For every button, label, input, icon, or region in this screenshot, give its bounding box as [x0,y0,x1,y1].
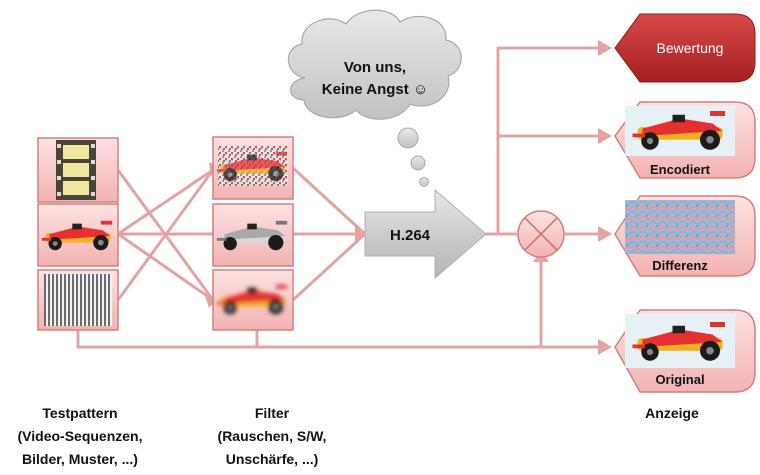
original-label: Original [655,372,704,387]
rating-display: Bewertung [614,13,756,83]
difference-image [625,200,735,254]
display-title: Anzeige [645,405,699,421]
difference-operator-icon [517,210,565,258]
connectors [76,46,598,349]
filter-bw-box [212,203,294,267]
testpattern-line3: Bilder, Muster, ...) [22,451,138,467]
connector-line [117,168,214,236]
source-pattern-box [37,269,119,331]
filter-line2: (Rauschen, S/W, [218,428,327,444]
encoded-label: Encodiert [650,162,711,177]
testpattern-caption: Testpattern (Video-Sequenzen, Bilder, Mu… [18,405,143,467]
difference-label: Differenz [652,258,708,273]
difference-display: Differenz [614,195,756,277]
connector-line [496,46,598,234]
cloud-text-line1: Von uns, [344,59,406,76]
encoder-label: H.264 [390,227,431,244]
testpattern-title: Testpattern [42,405,117,421]
testpattern-line2: (Video-Sequenzen, [18,428,143,444]
arrowhead [598,40,612,56]
connector-line [76,330,598,349]
connector-line [117,232,214,302]
connector-line [291,232,367,302]
encoded-display: Encodiert [614,101,756,179]
cloud-text-line2: Keine Angst ☺ [322,81,428,98]
source-film-box [37,137,119,203]
arrowhead [355,226,369,242]
stripe-pattern-image [44,274,112,326]
display-caption: Anzeige [645,405,699,421]
arrowheads [205,40,612,355]
filter-noise-box [212,136,294,200]
rating-label: Bewertung [657,40,724,56]
connector-line [116,169,215,301]
arrowhead [598,339,612,355]
thought-cloud: Von uns, Keine Angst ☺ [287,9,462,187]
arrowhead [598,226,612,242]
original-display: Original [614,309,756,393]
filter-blur-box [212,269,294,331]
filter-line3: Unschärfe, ...) [226,451,319,467]
filter-caption: Filter (Rauschen, S/W, Unschärfe, ...) [218,405,327,467]
connector-line [291,166,367,236]
encoder-arrow: H.264 [364,188,487,280]
filter-title: Filter [255,405,290,421]
film-strip-icon [56,140,96,200]
source-car-box [37,203,119,267]
arrowhead [598,128,612,144]
